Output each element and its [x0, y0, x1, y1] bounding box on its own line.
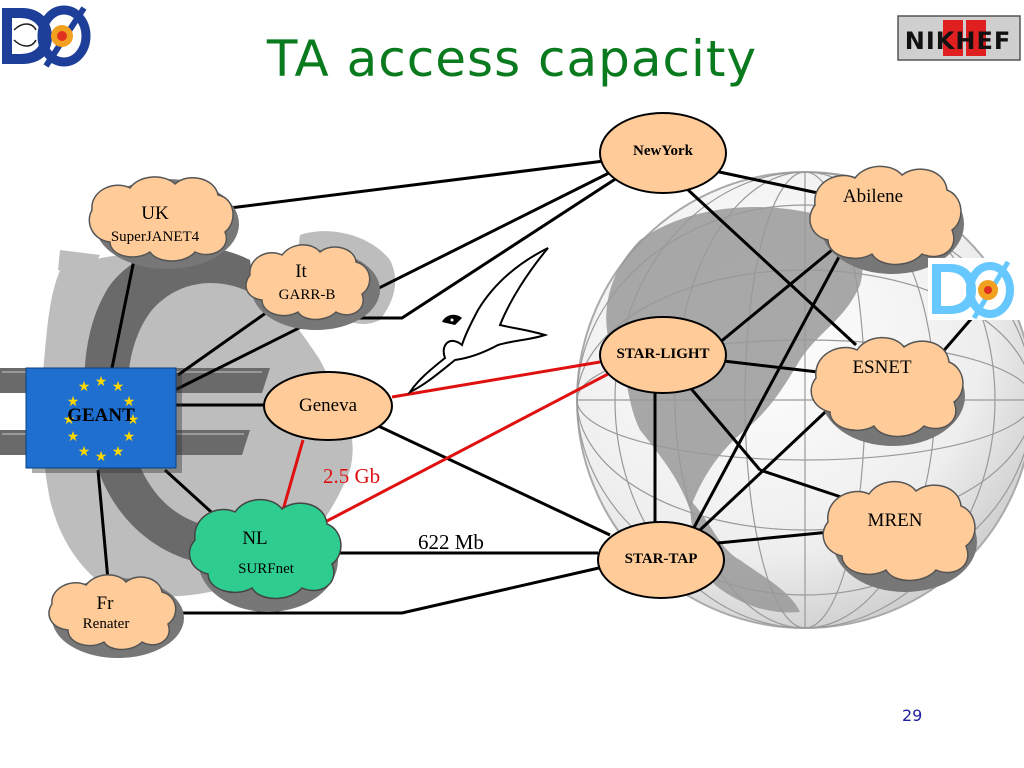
- link-newyork-abilene: [709, 168, 819, 195]
- clouds: [48, 165, 977, 658]
- link-geneva-startap: [354, 413, 611, 537]
- cloud-it: [245, 244, 380, 330]
- node-starlight-shape: [599, 316, 727, 394]
- link-geneva-starlight: [391, 360, 601, 399]
- geant-flag: ★ ★ ★ ★ ★ ★ ★ ★ ★ ★ ★ ★: [25, 367, 182, 473]
- link-label-red: 2.5 Gb: [323, 464, 381, 488]
- node-it-label: It: [295, 261, 307, 282]
- link-it-geant: [177, 308, 271, 377]
- cloud-fr: [48, 574, 184, 658]
- node-fr-label: Fr: [96, 593, 114, 614]
- connection-lines: [96, 158, 974, 615]
- node-nl-label: NL: [242, 528, 268, 549]
- node-newyork-shape: [599, 112, 727, 194]
- seagull-graphic: [407, 247, 549, 395]
- node-uk-label: UK: [141, 203, 169, 224]
- svg-text:★: ★: [112, 444, 125, 460]
- page-number: 29: [902, 706, 923, 725]
- slide-title: TA access capacity: [266, 30, 758, 88]
- svg-text:★: ★: [95, 449, 108, 465]
- link-geant-newyork: [174, 168, 616, 392]
- link-uk-newyork: [229, 158, 613, 210]
- svg-text:★: ★: [78, 379, 91, 395]
- node-it-network: GARR-B: [278, 287, 336, 303]
- svg-text:★: ★: [78, 444, 91, 460]
- node-uk-network: SuperJANET4: [110, 229, 200, 245]
- cloud-uk: [88, 176, 239, 269]
- svg-text:NIKHEF: NIKHEF: [905, 27, 1012, 55]
- nikhef-logo: NIKHEF: [897, 15, 1021, 61]
- link-starlight-abilene: [712, 243, 839, 350]
- svg-text:★: ★: [123, 394, 136, 410]
- link-mren-diagonal: [759, 468, 851, 502]
- node-esnet-label: ESNET: [852, 357, 912, 378]
- eu-stars: ★ ★ ★ ★ ★ ★ ★ ★ ★ ★ ★ ★: [63, 374, 140, 465]
- link-startap-mren: [717, 530, 831, 545]
- red-links: [281, 360, 611, 524]
- d0-logo-top: [2, 5, 91, 68]
- cloud-nl: [188, 498, 342, 612]
- node-startap-shape: [597, 521, 725, 599]
- node-geneva-shape: [263, 371, 393, 441]
- node-abilene-label: Abilene: [842, 186, 904, 207]
- node-newyork-label: NewYork: [633, 143, 693, 159]
- svg-text:★: ★: [127, 412, 140, 428]
- link-newyork-esnet: [684, 186, 858, 347]
- svg-text:★: ★: [67, 429, 80, 445]
- link-label-black: 622 Mb: [418, 530, 484, 554]
- node-mren-label: MREN: [867, 510, 923, 531]
- link-uk-geant: [110, 254, 137, 369]
- link-geant-fr: [96, 469, 110, 581]
- node-starlight-label: STAR-LIGHT: [616, 346, 710, 362]
- link-starlight-mren: [686, 384, 762, 471]
- cloud-mren: [822, 480, 977, 592]
- link-fr-startap: [170, 563, 613, 615]
- link-starlight-esnet: [714, 358, 819, 374]
- node-geant-label: GEANT: [67, 405, 135, 426]
- link-nl-starlight: [324, 371, 611, 524]
- svg-text:★: ★: [95, 374, 108, 390]
- link-esnet-d0: [938, 317, 974, 356]
- svg-text:★: ★: [63, 412, 76, 428]
- node-geneva-label: Geneva: [298, 395, 358, 416]
- cloud-esnet: [810, 336, 965, 446]
- d0-logo-right: [928, 258, 1020, 320]
- ellipse-nodes: [263, 112, 727, 599]
- link-startap-abilene: [688, 254, 842, 536]
- svg-text:★: ★: [67, 394, 80, 410]
- cloud-abilene: [809, 165, 964, 274]
- link-startap-esnet: [698, 398, 840, 532]
- svg-text:★: ★: [112, 379, 125, 395]
- link-geneva-nl: [281, 439, 305, 511]
- node-nl-network: SURFnet: [238, 561, 294, 577]
- node-fr-network: Renater: [82, 616, 130, 632]
- node-startap-label: STAR-TAP: [624, 551, 698, 567]
- svg-text:★: ★: [123, 429, 136, 445]
